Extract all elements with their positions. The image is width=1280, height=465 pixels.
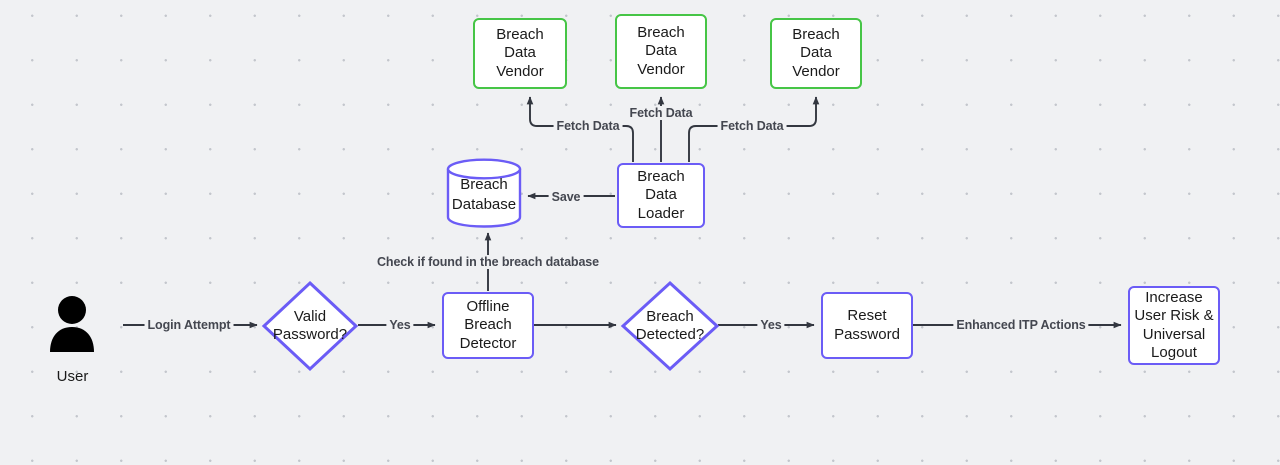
node-label: Breach Database	[451, 175, 517, 214]
edge-label-fetch-data-1: Fetch Data	[553, 119, 623, 133]
user-person-icon	[50, 296, 94, 352]
edge-label-fetch-data-3: Fetch Data	[717, 119, 787, 133]
node-offline-breach-detector[interactable]: Offline Breach Detector	[442, 292, 534, 359]
node-label: Valid Password?	[272, 307, 348, 343]
node-label: Breach Data Vendor	[637, 24, 685, 78]
node-breach-data-vendor-1[interactable]: Breach Data Vendor	[473, 18, 567, 89]
node-label: Breach Detected?	[635, 307, 705, 343]
node-breach-database[interactable]: Breach Database	[446, 158, 522, 228]
edge-label-enhanced-itp-actions: Enhanced ITP Actions	[953, 318, 1089, 332]
node-reset-password[interactable]: Reset Password	[821, 292, 913, 359]
node-valid-password-decision[interactable]: Valid Password?	[261, 280, 359, 372]
edge-label-detected-yes: Yes	[757, 318, 785, 332]
node-breach-data-vendor-2[interactable]: Breach Data Vendor	[615, 14, 707, 89]
edge-label-valid-yes: Yes	[386, 318, 414, 332]
diamond-shape	[261, 280, 359, 372]
node-label: Reset Password	[834, 307, 900, 343]
node-label: Increase User Risk & Universal Logout	[1134, 288, 1214, 361]
user-label: User	[56, 368, 89, 385]
node-label: Breach Data Vendor	[792, 26, 840, 80]
diamond-shape	[620, 280, 720, 372]
node-label: Breach Data Loader	[637, 168, 685, 222]
edge-label-fetch-data-2: Fetch Data	[626, 106, 696, 120]
node-breach-detected-decision[interactable]: Breach Detected?	[620, 280, 720, 372]
node-label: Offline Breach Detector	[459, 298, 517, 352]
node-label: Breach Data Vendor	[496, 26, 544, 80]
node-breach-data-loader[interactable]: Breach Data Loader	[617, 163, 705, 228]
cylinder-shape	[446, 158, 522, 228]
node-increase-user-risk-universal-logout[interactable]: Increase User Risk & Universal Logout	[1128, 286, 1220, 365]
node-breach-data-vendor-3[interactable]: Breach Data Vendor	[770, 18, 862, 89]
edge-label-check-breach-database: Check if found in the breach database	[373, 255, 603, 269]
edge-label-save: Save	[548, 190, 584, 204]
edge-label-login-attempt: Login Attempt	[144, 318, 234, 332]
